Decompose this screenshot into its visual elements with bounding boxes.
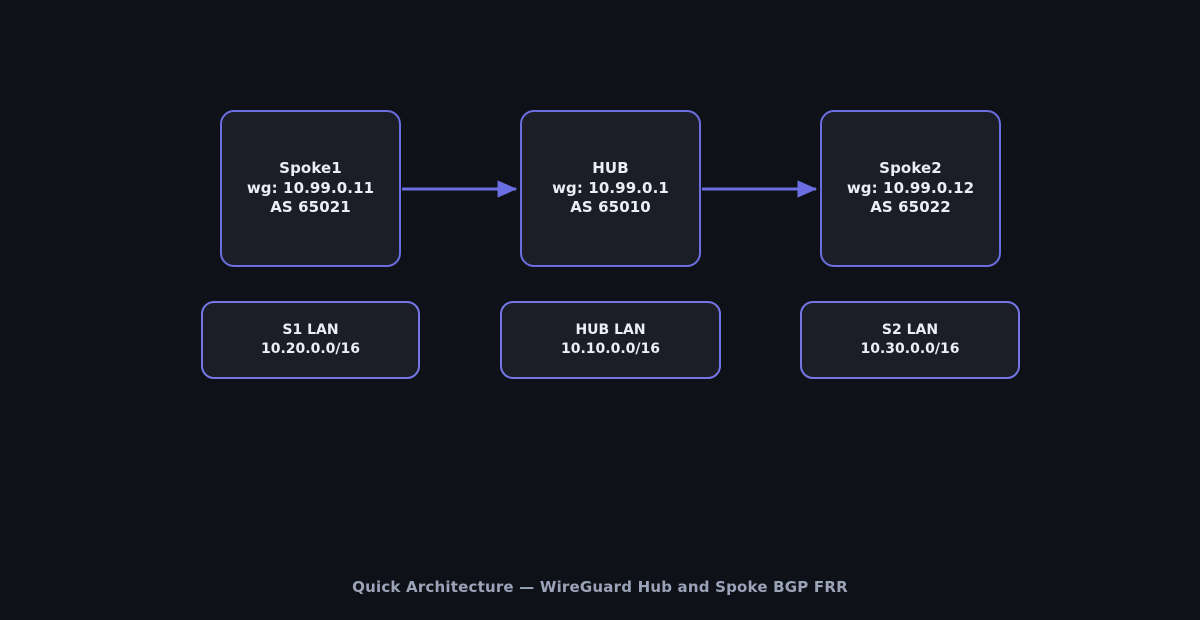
- node-hub-asn: AS 65010: [570, 198, 651, 217]
- node-hub-lan[interactable]: HUB LAN 10.10.0.0/16: [500, 301, 721, 379]
- node-spoke2[interactable]: Spoke2 wg: 10.99.0.12 AS 65022: [820, 110, 1001, 267]
- node-spoke1-title: Spoke1: [279, 158, 342, 177]
- node-spoke1-wg-address: wg: 10.99.0.11: [246, 178, 375, 197]
- diagram-caption: Quick Architecture — WireGuard Hub and S…: [352, 578, 848, 596]
- node-s2-lan-title: S2 LAN: [881, 321, 939, 338]
- node-s1-lan[interactable]: S1 LAN 10.20.0.0/16: [201, 301, 420, 379]
- node-hub[interactable]: HUB wg: 10.99.0.1 AS 65010: [520, 110, 701, 267]
- node-s1-lan-title: S1 LAN: [282, 321, 339, 338]
- node-hub-wg-address: wg: 10.99.0.1: [552, 178, 669, 197]
- node-spoke2-wg-address: wg: 10.99.0.12: [846, 178, 975, 197]
- node-spoke1[interactable]: Spoke1 wg: 10.99.0.11 AS 65021: [220, 110, 401, 267]
- node-hub-title: HUB: [592, 158, 629, 177]
- node-s2-lan[interactable]: S2 LAN 10.30.0.0/16: [800, 301, 1020, 379]
- node-hub-lan-title: HUB LAN: [575, 321, 646, 338]
- node-hub-lan-subnet: 10.10.0.0/16: [561, 341, 660, 357]
- node-s1-lan-subnet: 10.20.0.0/16: [261, 341, 360, 357]
- node-spoke2-title: Spoke2: [879, 158, 942, 177]
- node-spoke1-asn: AS 65021: [270, 198, 351, 217]
- node-s2-lan-subnet: 10.30.0.0/16: [860, 341, 960, 357]
- node-spoke2-asn: AS 65022: [870, 198, 951, 217]
